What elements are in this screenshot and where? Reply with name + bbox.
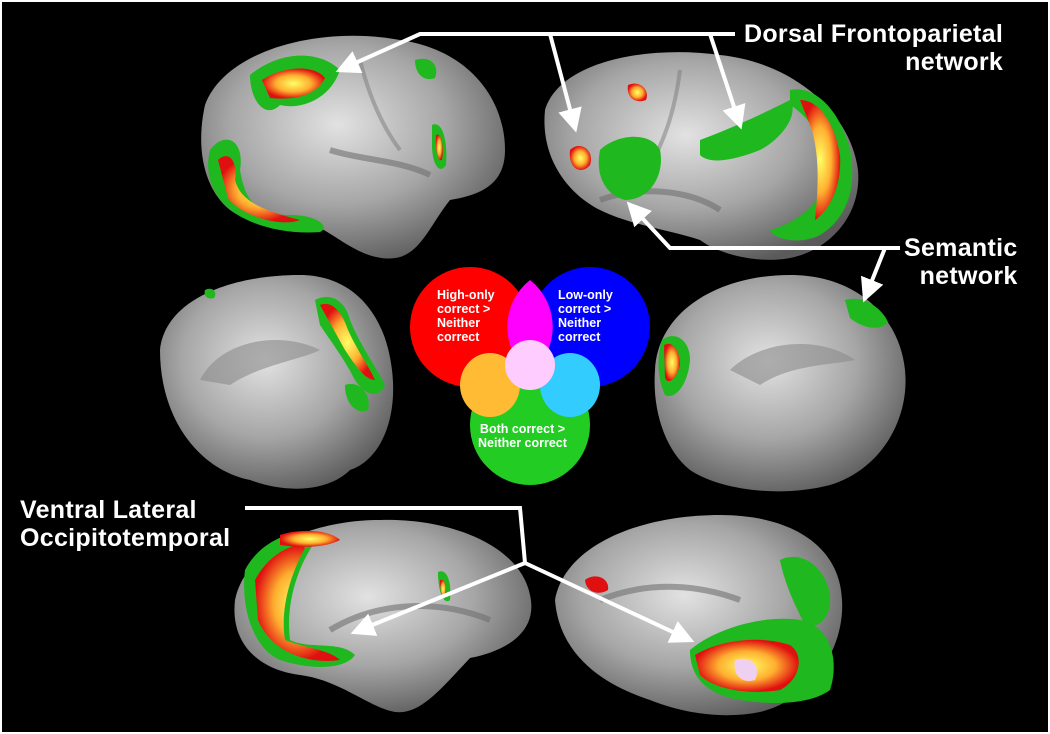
venn-legend (410, 267, 650, 485)
venn-low-only-line4: correct (558, 330, 601, 344)
venn-low-only-line3: Neither (558, 316, 602, 330)
venn-high-only-line4: correct (437, 330, 480, 344)
dorsal-label-line2: network (905, 48, 1004, 76)
brain-top-right-lateral (544, 52, 859, 260)
brain-bottom-left (234, 519, 532, 713)
ventral-arrow-2 (524, 561, 695, 643)
venn-label-high-only: High-only correct > Neither correct (437, 288, 495, 344)
venn-high-only-line1: High-only (437, 288, 495, 302)
dorsal-arrow-1 (548, 33, 582, 133)
venn-overlap-low-both (540, 353, 600, 417)
semantic-label-line2: network (919, 262, 1018, 290)
ventral-label-line2: Occipitotemporal (20, 524, 231, 552)
semantic-network-label: Semantic network (904, 234, 1018, 290)
venn-overlap-high-both (460, 353, 520, 417)
dorsal-label-line1: Dorsal Frontoparietal (744, 20, 1004, 48)
venn-both-line1: Both correct > (479, 422, 566, 436)
brain-top-left-lateral (201, 35, 505, 259)
venn-both-line2: Neither correct (478, 436, 567, 450)
brain-middle-right-medial (654, 275, 906, 492)
semantic-label-line1: Semantic (904, 234, 1018, 262)
ventral-arrow-1 (350, 561, 526, 636)
ventral-leader-line (245, 506, 527, 564)
venn-overlap-all (505, 340, 555, 390)
brain-bottom-right (555, 515, 843, 716)
brain-middle-left-medial (160, 275, 394, 489)
venn-label-low-only: Low-only correct > Neither correct (558, 288, 613, 344)
venn-label-both: Both correct > Neither correct (478, 422, 567, 450)
venn-high-only-line2: correct > (437, 302, 491, 316)
venn-low-only-line1: Low-only (558, 288, 613, 302)
ventral-network-label: Ventral Lateral Occipitotemporal (20, 496, 230, 552)
ventral-label-line1: Ventral Lateral (20, 496, 197, 524)
arrow-group (245, 32, 900, 643)
dorsal-leader-line (335, 32, 735, 74)
semantic-arrow-2 (860, 247, 887, 303)
dorsal-network-label: Dorsal Frontoparietal network (744, 20, 1003, 76)
semantic-arrow-1 (626, 201, 900, 250)
venn-low-only-line2: correct > (558, 302, 612, 316)
venn-high-only-line3: Neither (437, 316, 481, 330)
dorsal-arrow-2 (708, 33, 746, 130)
